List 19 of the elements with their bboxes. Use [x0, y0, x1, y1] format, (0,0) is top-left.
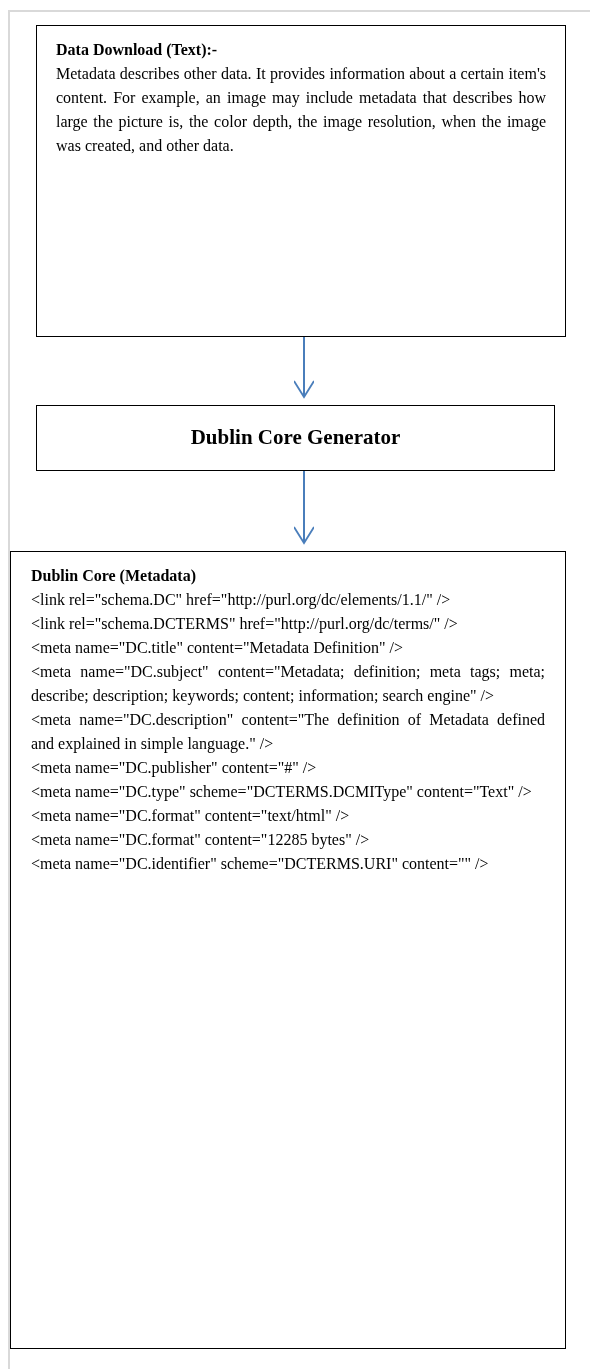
metadata-tag: <meta name="DC.title" content="Metadata Definition" />: [31, 636, 545, 660]
metadata-tag: <link rel="schema.DCTERMS" href="http://purl.org/dc/terms/" />: [31, 612, 545, 636]
arrow: [293, 336, 315, 398]
metadata-tag: <meta name="DC.format" content="text/html" />: [31, 804, 545, 828]
arrow: [293, 470, 315, 544]
metadata-tag: <meta name="DC.identifier" scheme="DCTERMS.URI" content="" />: [31, 852, 545, 876]
metadata-tag: <meta name="DC.format" content="12285 bytes" />: [31, 828, 545, 852]
process-box: [10, 551, 566, 1349]
metadata-tag: <meta name="DC.publisher" content="#" />: [31, 756, 545, 780]
process-box: [36, 405, 555, 471]
metadata-tag: <meta name="DC.description" content="The definition of Metadata defined and explained in simple language." />: [31, 708, 545, 756]
metadata-tag: <meta name="DC.subject" content="Metadata; definition; meta tags; meta; describe; description; keywords; content; information; search engine" />: [31, 660, 545, 708]
metadata-tag: <meta name="DC.type" scheme="DCTERMS.DCMIType" content="Text" />: [31, 780, 545, 804]
process-box: [36, 25, 566, 337]
box-title: Dublin Core Generator: [190, 424, 401, 452]
box-heading: Dublin Core (Metadata): [31, 566, 198, 587]
metadata-tag: <link rel="schema.DC" href="http://purl.org/dc/elements/1.1/" />: [31, 588, 545, 612]
box-heading: Data Download (Text):-: [56, 40, 219, 61]
body-text: Metadata describes other data. It provides information about a certain item's content. For example, an image may include metadata that describes how large the picture is, the color depth, the image resolution, when the image was created, and other data.: [56, 64, 546, 156]
